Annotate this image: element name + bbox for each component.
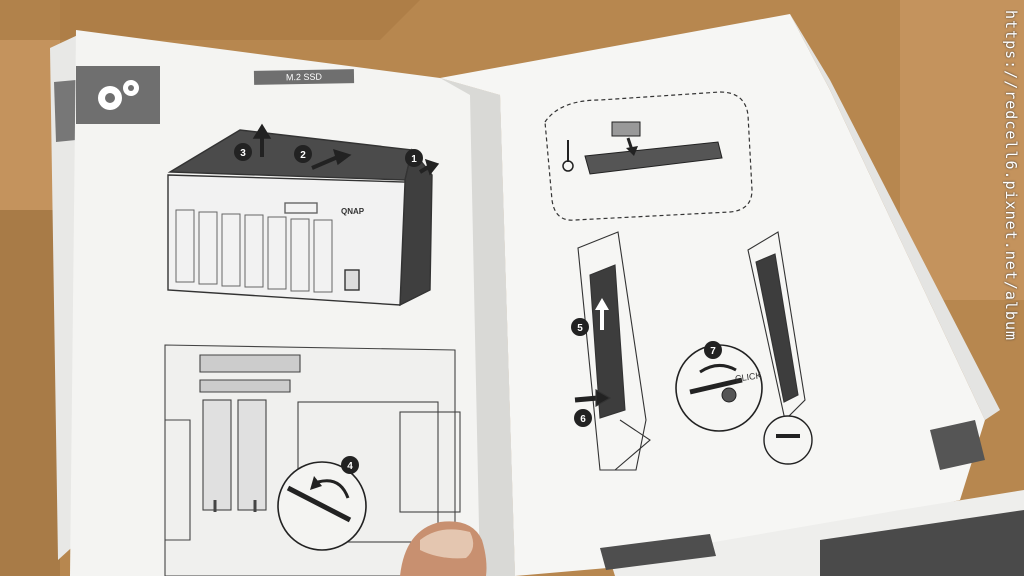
step-4-detail: 4	[277, 456, 367, 551]
gear-icon	[98, 80, 139, 110]
step-5-label: 5	[577, 323, 583, 334]
watermark: https://redcell6.pixnet.net/album	[1002, 10, 1020, 342]
step-6-label: 6	[580, 414, 586, 425]
section-title: M.2 SSD	[285, 71, 323, 83]
svg-text:7: 7	[710, 346, 716, 357]
right-page	[440, 14, 985, 576]
step-6-badge	[574, 409, 592, 427]
brand-logo: QNAP	[341, 207, 365, 216]
step-1-label: 1	[411, 154, 417, 165]
step-3-label: 3	[240, 148, 246, 159]
m2-install-step-5-6	[574, 231, 651, 471]
info-box	[930, 420, 985, 470]
step-2-label: 2	[300, 150, 306, 161]
heatsink-diagram	[544, 91, 753, 221]
svg-text:4: 4	[347, 461, 353, 472]
m2-installed	[747, 231, 813, 465]
chassis-illustration	[164, 344, 461, 576]
step-7-detail: 7	[675, 341, 763, 432]
step-badges-top	[234, 143, 423, 167]
header-bar	[253, 69, 355, 85]
nas-illustration	[167, 123, 440, 307]
step-5-badge	[571, 318, 589, 336]
